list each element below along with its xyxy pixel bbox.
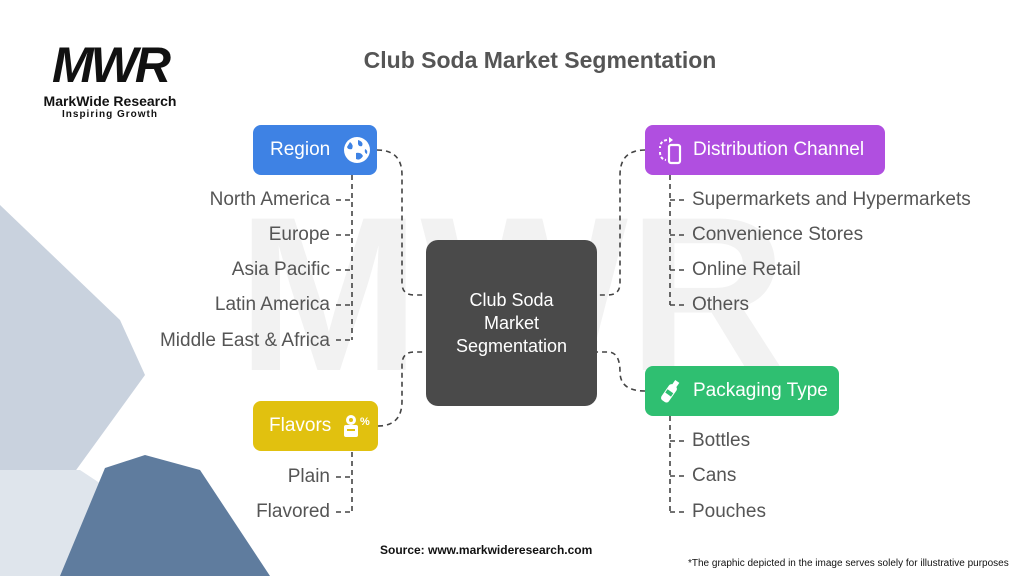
connector-packaging <box>597 351 646 392</box>
region-item: North America <box>209 189 330 210</box>
distribution-pill: Distribution Channel <box>645 125 885 175</box>
center-line-2: Market <box>483 312 539 333</box>
disclaimer-note: *The graphic depicted in the image serve… <box>688 558 1009 569</box>
region-pill: Region <box>253 125 377 175</box>
source-credit: Source: www.markwideresearch.com <box>380 543 593 557</box>
bottle-icon <box>657 376 683 406</box>
brand-tagline: Inspiring Growth <box>62 109 158 120</box>
packaging-pill: Packaging Type <box>645 366 839 416</box>
decorative-shape-dark <box>60 455 270 576</box>
flavors-item: Plain <box>287 466 330 487</box>
region-item: Europe <box>268 224 330 245</box>
flavor-percent-icon: % <box>341 411 373 441</box>
region-item: Middle East & Africa <box>159 330 330 351</box>
connector-flavors <box>377 351 426 427</box>
distribution-item: Supermarkets and Hypermarkets <box>692 189 971 210</box>
connector-distribution <box>597 149 646 296</box>
flavors-item: Flavored <box>256 501 330 522</box>
phone-cycle-icon <box>657 135 683 165</box>
center-node: Club Soda Market Segmentation <box>426 240 597 406</box>
packaging-item: Pouches <box>692 501 766 522</box>
region-label: Region <box>270 139 331 160</box>
flavors-pill: Flavors % <box>253 401 378 451</box>
brand-logo: MWR MarkWide Research Inspiring Growth <box>30 40 190 120</box>
center-line-1: Club Soda <box>469 289 554 310</box>
packaging-item: Bottles <box>692 430 751 451</box>
region-item: Latin America <box>214 294 330 315</box>
connector-region <box>376 149 426 296</box>
center-line-3: Segmentation <box>455 335 568 356</box>
distribution-item: Others <box>692 294 750 315</box>
svg-text:%: % <box>360 416 370 428</box>
distribution-label: Distribution Channel <box>693 139 865 160</box>
brand-name: MarkWide Research <box>43 93 177 109</box>
distribution-item: Convenience Stores <box>692 224 864 245</box>
flavors-label: Flavors <box>269 415 332 436</box>
packaging-label: Packaging Type <box>693 380 828 401</box>
page-title: Club Soda Market Segmentation <box>363 47 717 73</box>
globe-icon <box>342 135 372 165</box>
packaging-item: Cans <box>692 465 737 486</box>
packaging-item-ticks <box>670 440 686 513</box>
logo-letters: MWR <box>52 37 171 93</box>
region-item: Asia Pacific <box>231 259 330 280</box>
flavors-item-ticks <box>336 476 352 513</box>
distribution-item: Online Retail <box>692 259 801 280</box>
